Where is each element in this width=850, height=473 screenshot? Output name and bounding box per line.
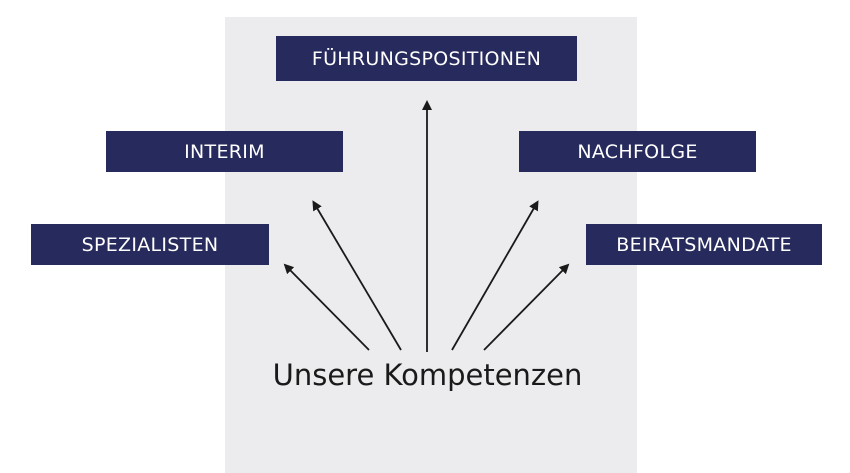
box-beiratsmandate: BEIRATSMANDATE [586,224,822,265]
arrow-to-spezialisten [283,263,370,351]
center-label: Unsere Kompetenzen [272,358,583,392]
box-interim: INTERIM [106,131,343,172]
box-spezialisten: SPEZIALISTEN [31,224,269,265]
arrow-to-beiratsmandate [483,263,570,351]
box-fuehrungspositionen: FÜHRUNGSPOSITIONEN [276,36,577,81]
box-label-beiratsmandate: BEIRATSMANDATE [616,233,792,256]
box-label-fuehrungspositionen: FÜHRUNGSPOSITIONEN [311,47,542,70]
box-label-spezialisten: SPEZIALISTEN [81,233,219,256]
box-nachfolge: NACHFOLGE [519,131,756,172]
box-label-nachfolge: NACHFOLGE [577,140,698,163]
arrow-to-nachfolge [451,200,539,351]
arrow-to-interim [312,200,402,351]
box-label-interim: INTERIM [184,140,265,163]
background-panel [225,17,637,473]
